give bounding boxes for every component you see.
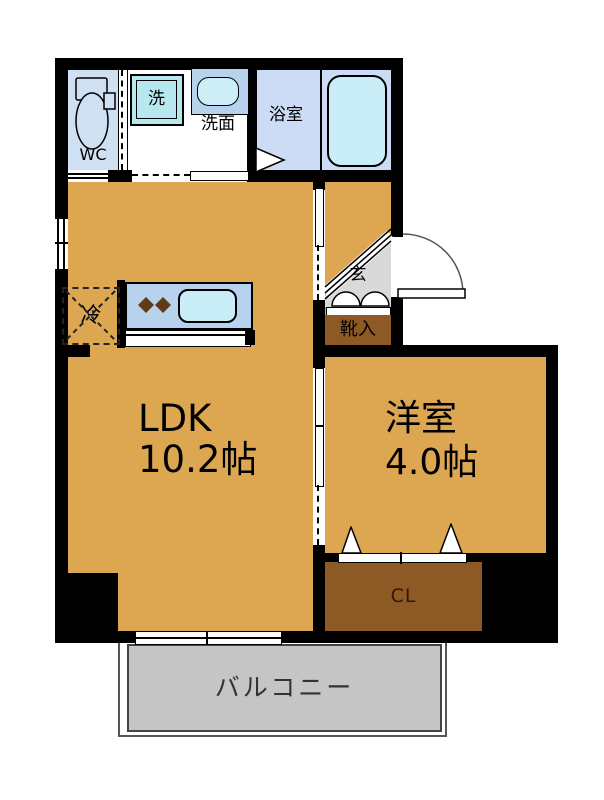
western-room-label: 洋室 4.0帖 — [385, 397, 478, 485]
wall-top — [55, 58, 403, 70]
wall-western-top — [313, 345, 558, 357]
wall-corner-block — [55, 573, 118, 633]
window-glass-line — [63, 219, 65, 269]
wc-door-line — [68, 173, 108, 175]
window-mid-line — [136, 637, 281, 639]
balcony-sliding-window — [135, 631, 282, 645]
washing-machine-drum: 洗 — [136, 80, 177, 119]
door-mid-tick — [316, 425, 323, 427]
washing-machine: 洗 — [130, 74, 184, 126]
front-door-leaf — [397, 288, 466, 299]
burner-icon — [138, 297, 154, 313]
toilet-bowl-icon — [75, 92, 109, 150]
western-room-floor — [325, 357, 546, 553]
wall-wet-bottom-a — [55, 170, 68, 182]
left-wall-window — [55, 218, 68, 270]
front-door-arc — [402, 233, 464, 295]
closet-box: CL — [325, 562, 482, 631]
vanity-sink-bowl — [197, 77, 239, 106]
shoe-door-arc — [360, 291, 390, 307]
ledge-line — [126, 334, 250, 336]
closet-fold-triangle — [341, 526, 362, 554]
ldk-entrance-door-panel — [315, 188, 324, 247]
fridge-cross-line — [65, 290, 116, 341]
shoe-storage-label: 靴入 — [340, 319, 376, 341]
wall-entrance-bottom — [313, 300, 325, 357]
wall-right-upper-a — [391, 58, 403, 237]
western-room-size: 4.0帖 — [385, 442, 479, 483]
entrance-door-opening — [391, 237, 403, 297]
wc-door-line — [68, 177, 108, 179]
wall-left-lower — [55, 268, 68, 643]
ldk-entrance-door-rail — [317, 245, 322, 300]
entrance-step-line — [324, 234, 392, 294]
bath-door-triangle — [255, 146, 286, 174]
wall-kitchen-stub — [117, 280, 125, 348]
wall-wash-bath-divider — [247, 70, 257, 170]
wall-right-upper-b — [391, 297, 403, 357]
window-mid-tick — [206, 632, 208, 644]
washroom-sliding-panel — [190, 171, 249, 181]
closet-door-band — [338, 552, 467, 564]
wall-wet-bottom-b — [108, 170, 132, 182]
fridge-cross-line — [65, 290, 116, 341]
wc-door — [68, 170, 108, 182]
wc-partition-dashed — [118, 70, 128, 170]
wall-fridge-stub — [55, 345, 90, 357]
partition-dash-line — [121, 70, 125, 170]
bathroom-label: 浴室 — [269, 105, 303, 125]
washroom-sliding-rail — [132, 174, 190, 176]
wall-entrance-top — [313, 182, 325, 190]
bathtub — [327, 75, 387, 167]
entrance-label: 玄 — [349, 265, 367, 285]
wc-label: WC — [79, 145, 107, 164]
wall-ldk-divider-a — [313, 357, 325, 368]
wall-right — [546, 345, 558, 643]
burner-icon — [155, 297, 171, 313]
ldk-name: LDK — [138, 397, 212, 440]
entrance-step-line — [324, 240, 392, 300]
window-mid-tick — [55, 242, 68, 244]
wall-ldk-divider-b — [313, 545, 325, 631]
ldk-western-door-rail — [317, 485, 322, 545]
kitchen-ledge — [125, 330, 251, 347]
ldk-floor — [68, 182, 313, 631]
toilet-handle-icon — [103, 92, 116, 110]
window-glass-line — [57, 219, 59, 269]
ldk-size: 10.2帖 — [138, 438, 258, 481]
western-room-name: 洋室 — [385, 398, 458, 439]
wall-wet-bottom-c — [247, 170, 403, 182]
washer-label: 洗 — [148, 89, 165, 110]
closet-band-tick — [400, 552, 402, 564]
wall-bottom-right — [280, 631, 558, 643]
washroom-label: 洗面 — [201, 114, 235, 134]
shoe-door-arc — [331, 291, 361, 307]
wall-bottom-left — [55, 631, 135, 643]
shoe-storage-box: 靴入 — [325, 315, 391, 345]
ldk-room-label: LDK 10.2帖 — [138, 398, 257, 480]
closet-label: CL — [390, 585, 417, 608]
ledge-end-block — [245, 330, 255, 345]
kitchen-sink — [178, 289, 237, 323]
balcony-label: バルコニー — [214, 673, 355, 703]
bath-partition-line — [320, 70, 322, 170]
ldk-western-door-panel — [315, 368, 324, 487]
balcony-deck: バルコニー — [127, 644, 442, 732]
entrance-step-line — [324, 228, 392, 288]
closet-fold-triangle — [439, 523, 463, 554]
